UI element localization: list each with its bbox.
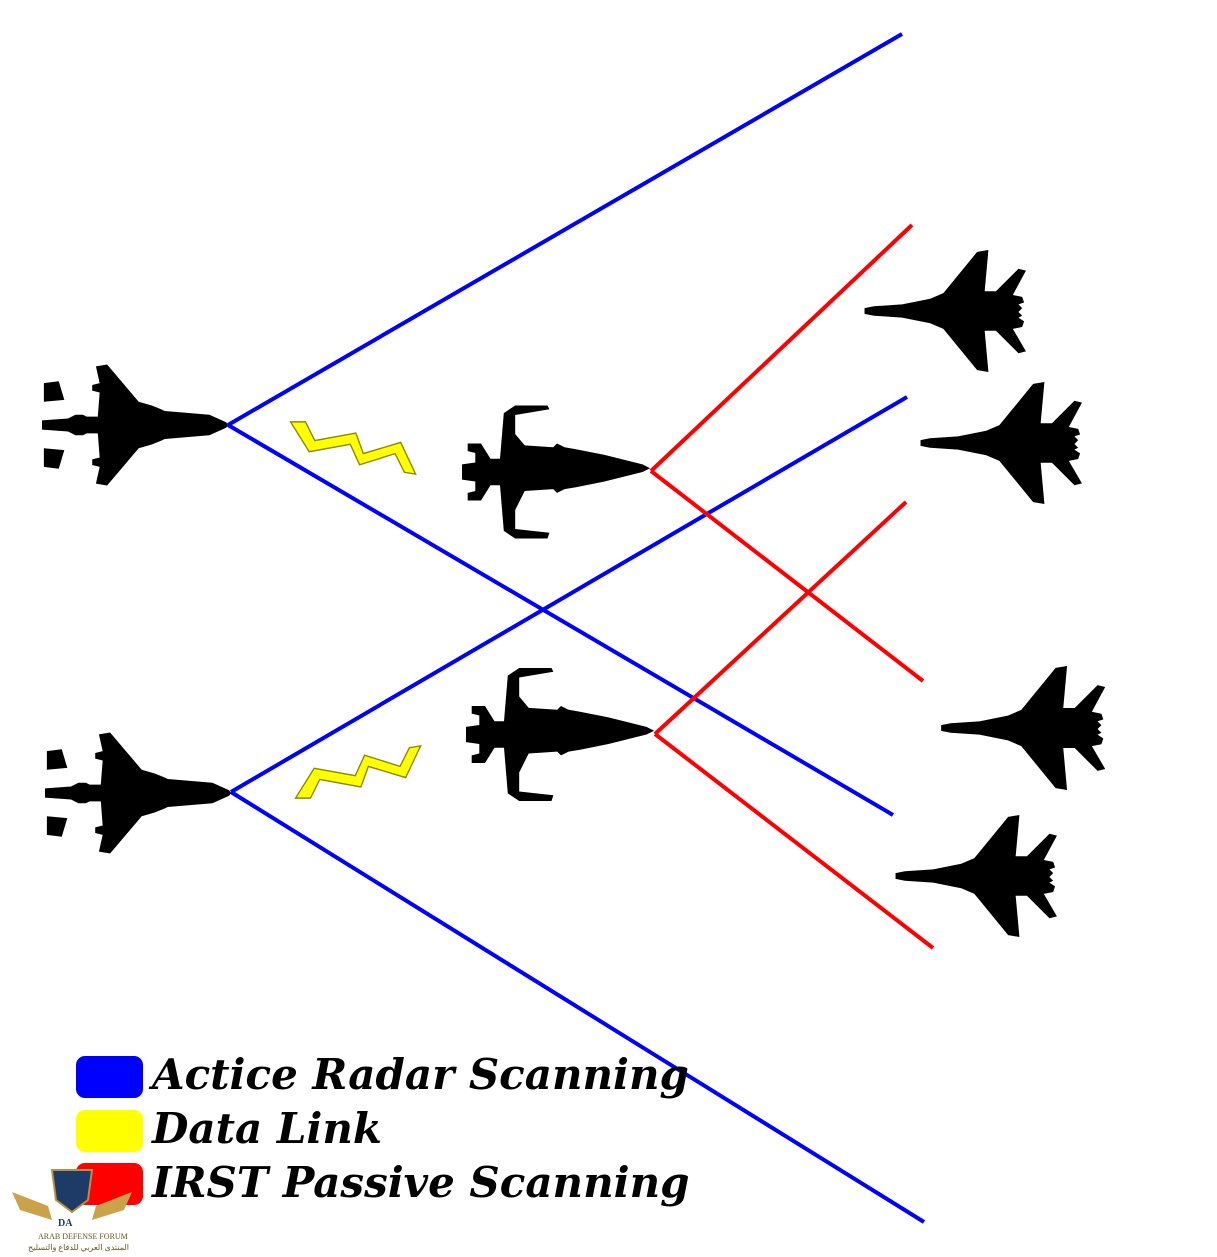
irst-scan-lines xyxy=(649,223,935,950)
light-fighter-top-icon xyxy=(462,405,651,539)
legend-swatch-yellow xyxy=(76,1110,143,1152)
radar-line-top-upper xyxy=(226,32,904,427)
watermark-emblem-icon xyxy=(12,1169,132,1220)
heavy-fighter-bottom-icon xyxy=(45,732,231,854)
legend-swatch-blue xyxy=(76,1056,143,1098)
irst-line-bottom-lower xyxy=(653,732,935,950)
watermark-monogram: DA xyxy=(58,1218,73,1229)
enemy-fighter-2-icon xyxy=(920,382,1082,504)
enemy-fighter-3-icon xyxy=(941,666,1106,790)
irst-line-top-lower xyxy=(649,469,925,683)
radar-line-bottom-upper xyxy=(229,395,909,794)
watermark-subtitle: المنتدى العربي للدفاع والتسليح xyxy=(28,1243,130,1252)
legend-label-irst: IRST Passive Scanning xyxy=(152,1158,690,1207)
watermark-title: ARAB DEFENSE FORUM xyxy=(38,1232,128,1241)
light-fighter-bottom-icon xyxy=(466,668,655,801)
data-link-bolt-bottom xyxy=(294,745,422,799)
radar-line-top-lower xyxy=(226,423,895,817)
enemy-fighter-1-icon xyxy=(864,250,1026,372)
heavy-fighter-top-icon xyxy=(42,364,228,486)
legend-label-datalink: Data Link xyxy=(152,1104,382,1153)
irst-line-top-upper xyxy=(649,223,914,473)
radar-scan-lines xyxy=(226,32,926,1224)
enemy-fighter-4-icon xyxy=(895,815,1057,937)
irst-line-bottom-upper xyxy=(653,500,908,736)
radar-line-bottom-lower xyxy=(229,790,926,1224)
data-link-bolt-top xyxy=(289,421,417,475)
legend-label-radar: Actice Radar Scanning xyxy=(152,1050,689,1099)
